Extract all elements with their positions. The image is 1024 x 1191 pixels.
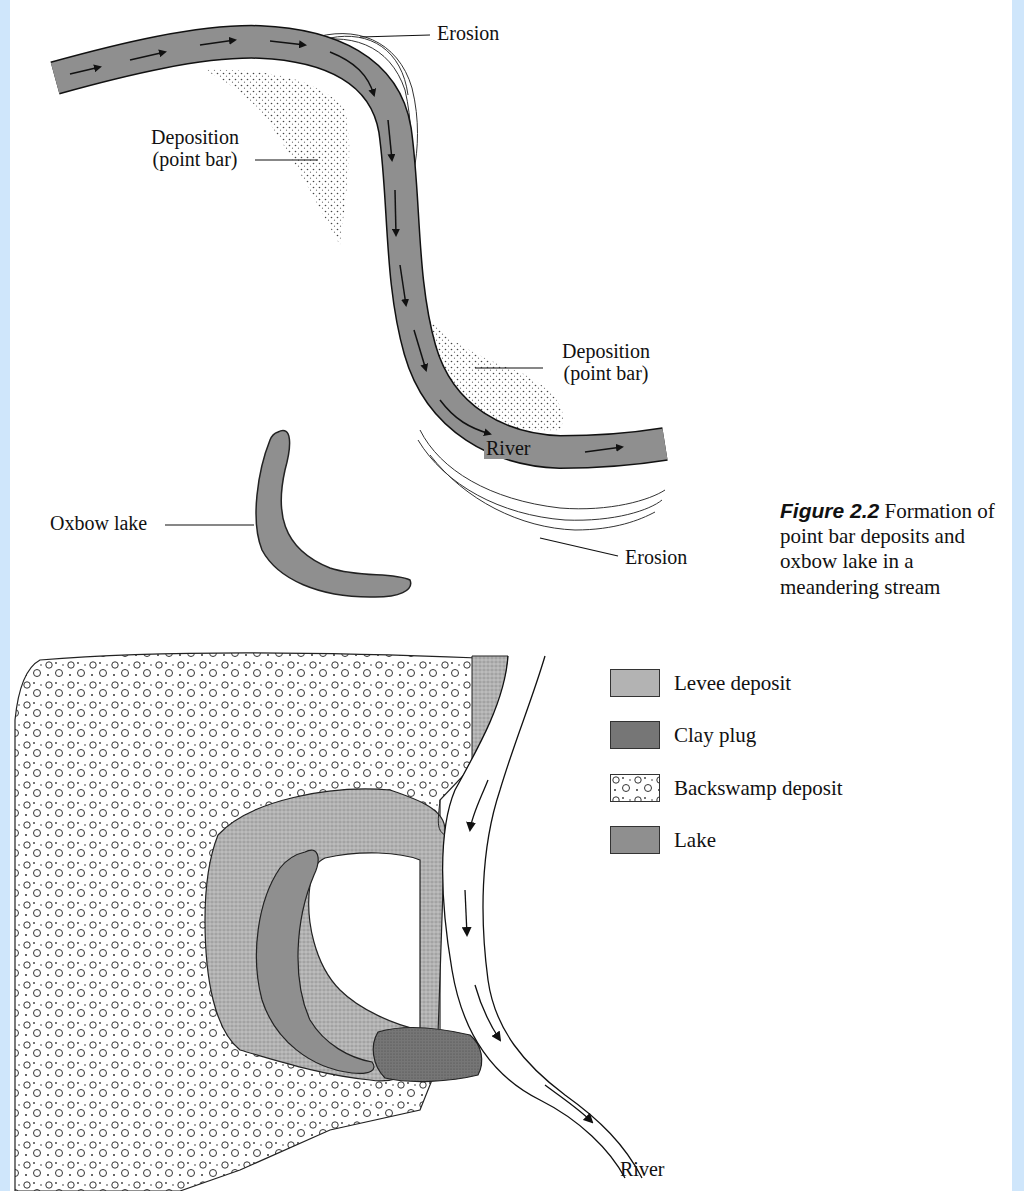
- figure-number: Figure 2.2: [780, 499, 879, 522]
- erosion-label: Erosion: [625, 546, 687, 568]
- legend-text: Lake: [674, 828, 716, 853]
- legend-text: Levee deposit: [674, 671, 791, 696]
- oxbow-lake-label: Oxbow lake: [50, 512, 147, 534]
- legend-text: Backswamp deposit: [674, 776, 843, 801]
- erosion-label: Erosion: [437, 22, 499, 44]
- legend-row: Clay plug: [610, 720, 756, 750]
- figure-caption-block: Figure 2.2 Formation of point bar deposi…: [780, 498, 1012, 600]
- point-bar-label: Deposition (point bar): [547, 340, 665, 384]
- legend-text: Clay plug: [674, 723, 756, 748]
- legend-row: Backswamp deposit: [610, 773, 843, 803]
- point-bar-label: Deposition (point bar): [136, 126, 254, 170]
- legend-row: Levee deposit: [610, 668, 791, 698]
- legend-swatch: [610, 721, 660, 749]
- legend-swatch: [610, 669, 660, 697]
- river-label: River: [484, 437, 532, 459]
- river-label: River: [620, 1158, 664, 1180]
- legend-swatch: [610, 774, 660, 802]
- legend-swatch: [610, 826, 660, 854]
- legend-row: Lake: [610, 825, 716, 855]
